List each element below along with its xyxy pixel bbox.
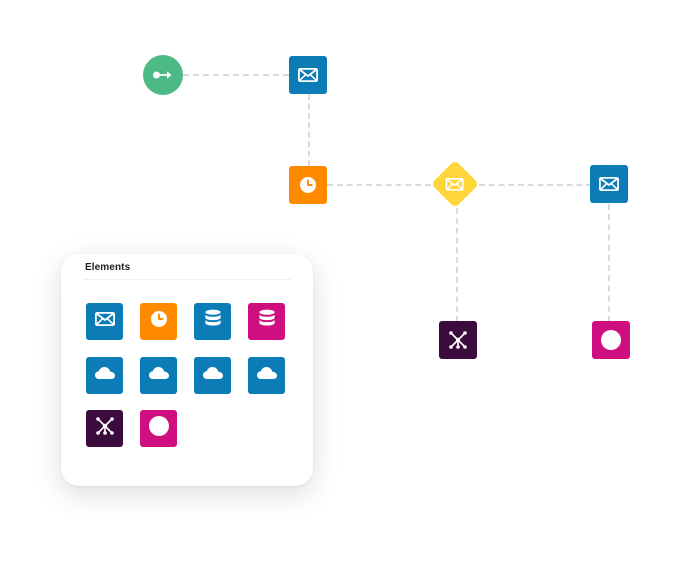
- email-node-2[interactable]: [590, 165, 628, 203]
- element-network[interactable]: [86, 410, 123, 447]
- element-cloud-3[interactable]: [194, 357, 231, 394]
- element-cloud-2[interactable]: [140, 357, 177, 394]
- element-email[interactable]: [86, 303, 123, 340]
- email-node[interactable]: [289, 56, 327, 94]
- element-clock[interactable]: [140, 303, 177, 340]
- cloud-icon: [94, 366, 116, 385]
- connector-email-2-to-end: [608, 204, 610, 322]
- envelope-icon: [446, 177, 464, 191]
- arrow-right-icon: [152, 69, 174, 81]
- circle-icon: [148, 415, 170, 442]
- element-cloud-4[interactable]: [248, 357, 285, 394]
- connector-decision-to-email-2: [479, 184, 592, 186]
- connector-decision-to-hub: [456, 208, 458, 322]
- connector-start-to-email: [183, 74, 289, 76]
- decision-node[interactable]: [430, 159, 480, 209]
- cloud-icon: [202, 366, 224, 385]
- element-database[interactable]: [194, 303, 231, 340]
- database-icon: [258, 309, 276, 334]
- clock-icon: [150, 310, 168, 333]
- database-icon: [204, 309, 222, 334]
- envelope-icon: [94, 311, 115, 331]
- circle-icon: [600, 329, 622, 351]
- delay-node[interactable]: [289, 166, 327, 204]
- envelope-icon: [298, 68, 318, 82]
- end-node[interactable]: [592, 321, 630, 359]
- connector-delay-to-decision: [327, 184, 431, 186]
- start-node[interactable]: [143, 55, 183, 95]
- cloud-icon: [148, 366, 170, 385]
- envelope-icon: [599, 177, 619, 191]
- connector-email-to-delay: [308, 94, 310, 166]
- hub-node[interactable]: [439, 321, 477, 359]
- elements-panel: Elements: [61, 254, 313, 486]
- element-circle[interactable]: [140, 410, 177, 447]
- element-cloud-1[interactable]: [86, 357, 123, 394]
- network-icon: [94, 415, 116, 442]
- network-icon: [447, 329, 469, 351]
- clock-icon: [299, 176, 317, 194]
- panel-divider: [83, 279, 291, 280]
- panel-title: Elements: [85, 262, 131, 273]
- element-database-pink[interactable]: [248, 303, 285, 340]
- cloud-icon: [256, 366, 278, 385]
